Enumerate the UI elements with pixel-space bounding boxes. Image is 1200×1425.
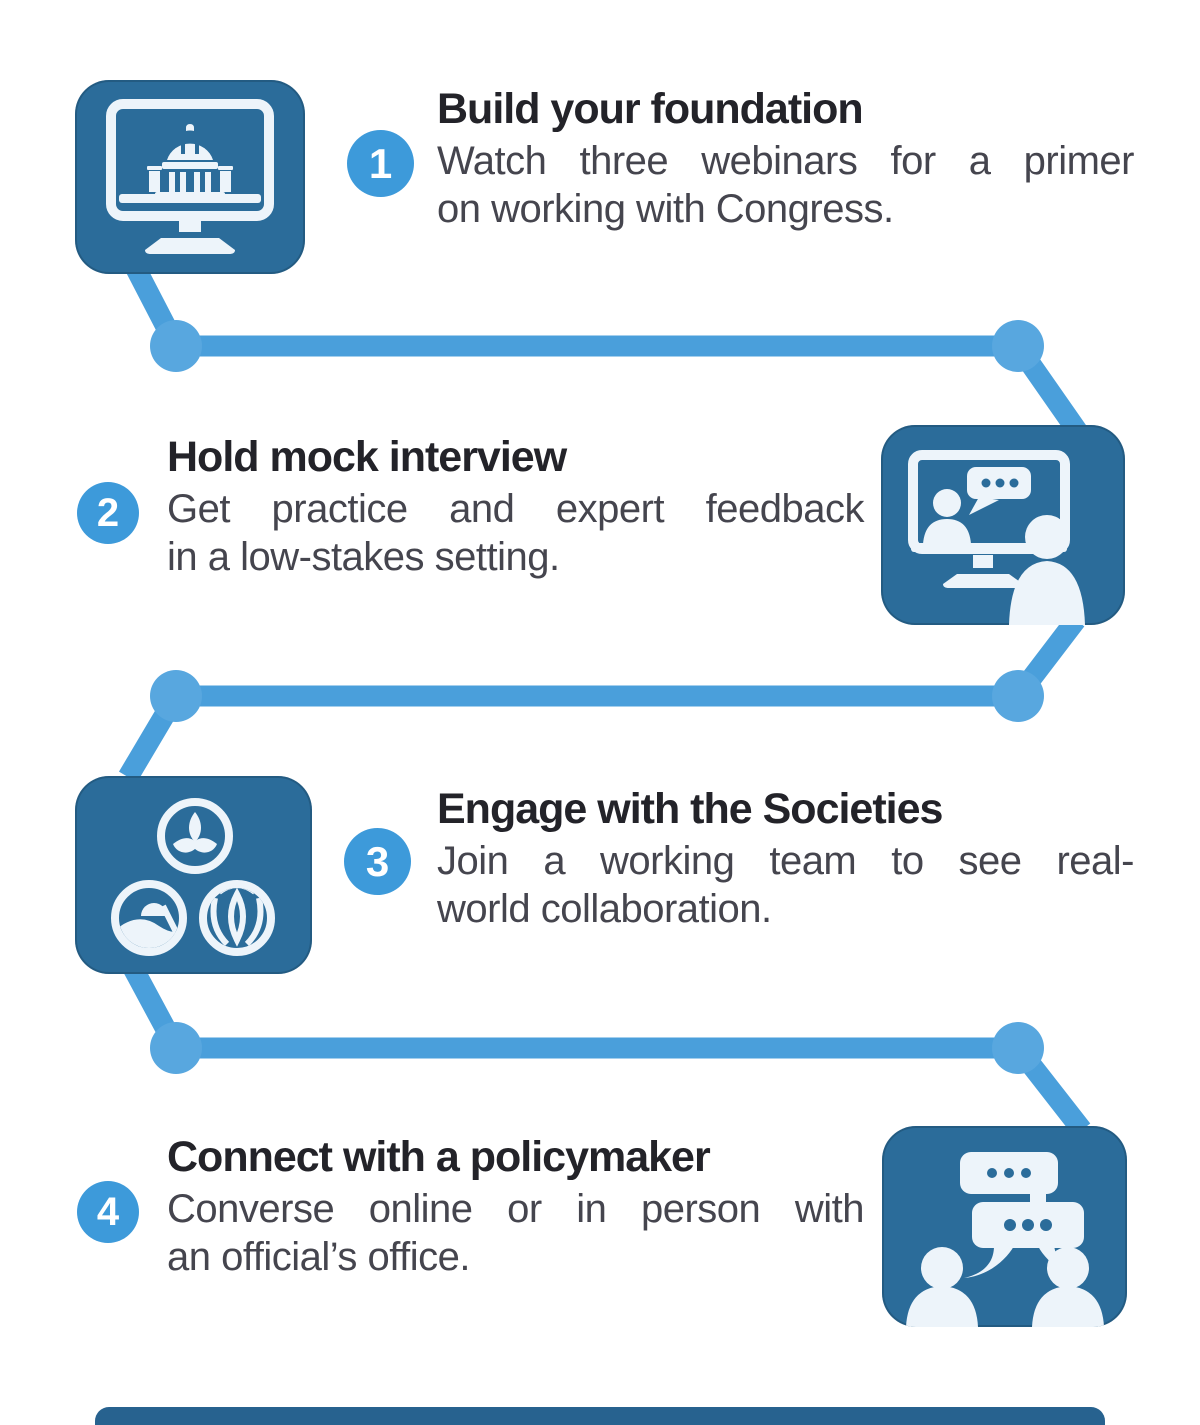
- connector-node-dot: [992, 320, 1044, 372]
- step-3-title: Engage with the Societies: [437, 785, 943, 833]
- step-2-icon-tile: [881, 425, 1125, 625]
- step-4-number: 4: [96, 1189, 120, 1234]
- description-line: on working with Congress.: [437, 187, 894, 231]
- connector-node-dot: [150, 320, 202, 372]
- step-2-number-badge: 2: [77, 482, 139, 544]
- step-1-title: Build your foundation: [437, 85, 864, 133]
- connector-node-dot: [150, 670, 202, 722]
- step-4-title: Connect with a policymaker: [167, 1133, 711, 1181]
- description-line: Watch three webinars for a primer: [437, 139, 1135, 183]
- step-1-number-badge: 1: [347, 130, 414, 197]
- step-2-text-block: Hold mock interview Get practice and exp…: [167, 432, 865, 581]
- step-3-number-badge: 3: [344, 828, 411, 895]
- step-1-icon-tile: [75, 80, 305, 274]
- step-2-number: 2: [96, 490, 120, 535]
- connector-segment-2: [118, 613, 1085, 783]
- two-people-conversation-icon: [906, 1152, 1104, 1327]
- three-society-seals-icon: [111, 798, 275, 956]
- connector-segment-3: [123, 963, 1091, 1137]
- soil-society-seal: [199, 880, 275, 956]
- step-4-number-badge: 4: [77, 1181, 139, 1243]
- description-line: an official’s office.: [167, 1235, 471, 1279]
- step-2-title: Hold mock interview: [167, 433, 567, 481]
- step-3-icon-tile: [75, 776, 312, 974]
- video-interview-monitor-icon: [908, 450, 1085, 625]
- step-3-text-block: Engage with the Societies Join a working…: [437, 784, 1135, 933]
- connector-segment-1: [123, 258, 1087, 439]
- description-line: Converse online or in person with: [167, 1187, 865, 1231]
- bottom-banner-edge: [95, 1407, 1105, 1425]
- step-3-description: Join a working team to see real-world co…: [437, 837, 1135, 933]
- crop-society-seal: [157, 798, 233, 874]
- description-line: in a low-stakes setting.: [167, 535, 560, 579]
- capitol-on-monitor-icon: [106, 99, 274, 254]
- step-1-text-block: Build your foundation Watch three webina…: [437, 84, 1135, 233]
- description-line: Join a working team to see real-: [437, 839, 1135, 883]
- step-4-text-block: Connect with a policymaker Converse onli…: [167, 1132, 865, 1281]
- description-line: world collaboration.: [437, 887, 772, 931]
- agronomy-society-seal: [111, 880, 187, 956]
- connector-node-dot: [992, 670, 1044, 722]
- step-4-icon-tile: [882, 1126, 1127, 1327]
- step-3-number: 3: [365, 837, 390, 885]
- connector-node-dot: [992, 1022, 1044, 1074]
- connector-node-dot: [150, 1022, 202, 1074]
- step-1-number: 1: [368, 139, 393, 187]
- description-line: Get practice and expert feedback: [167, 487, 865, 531]
